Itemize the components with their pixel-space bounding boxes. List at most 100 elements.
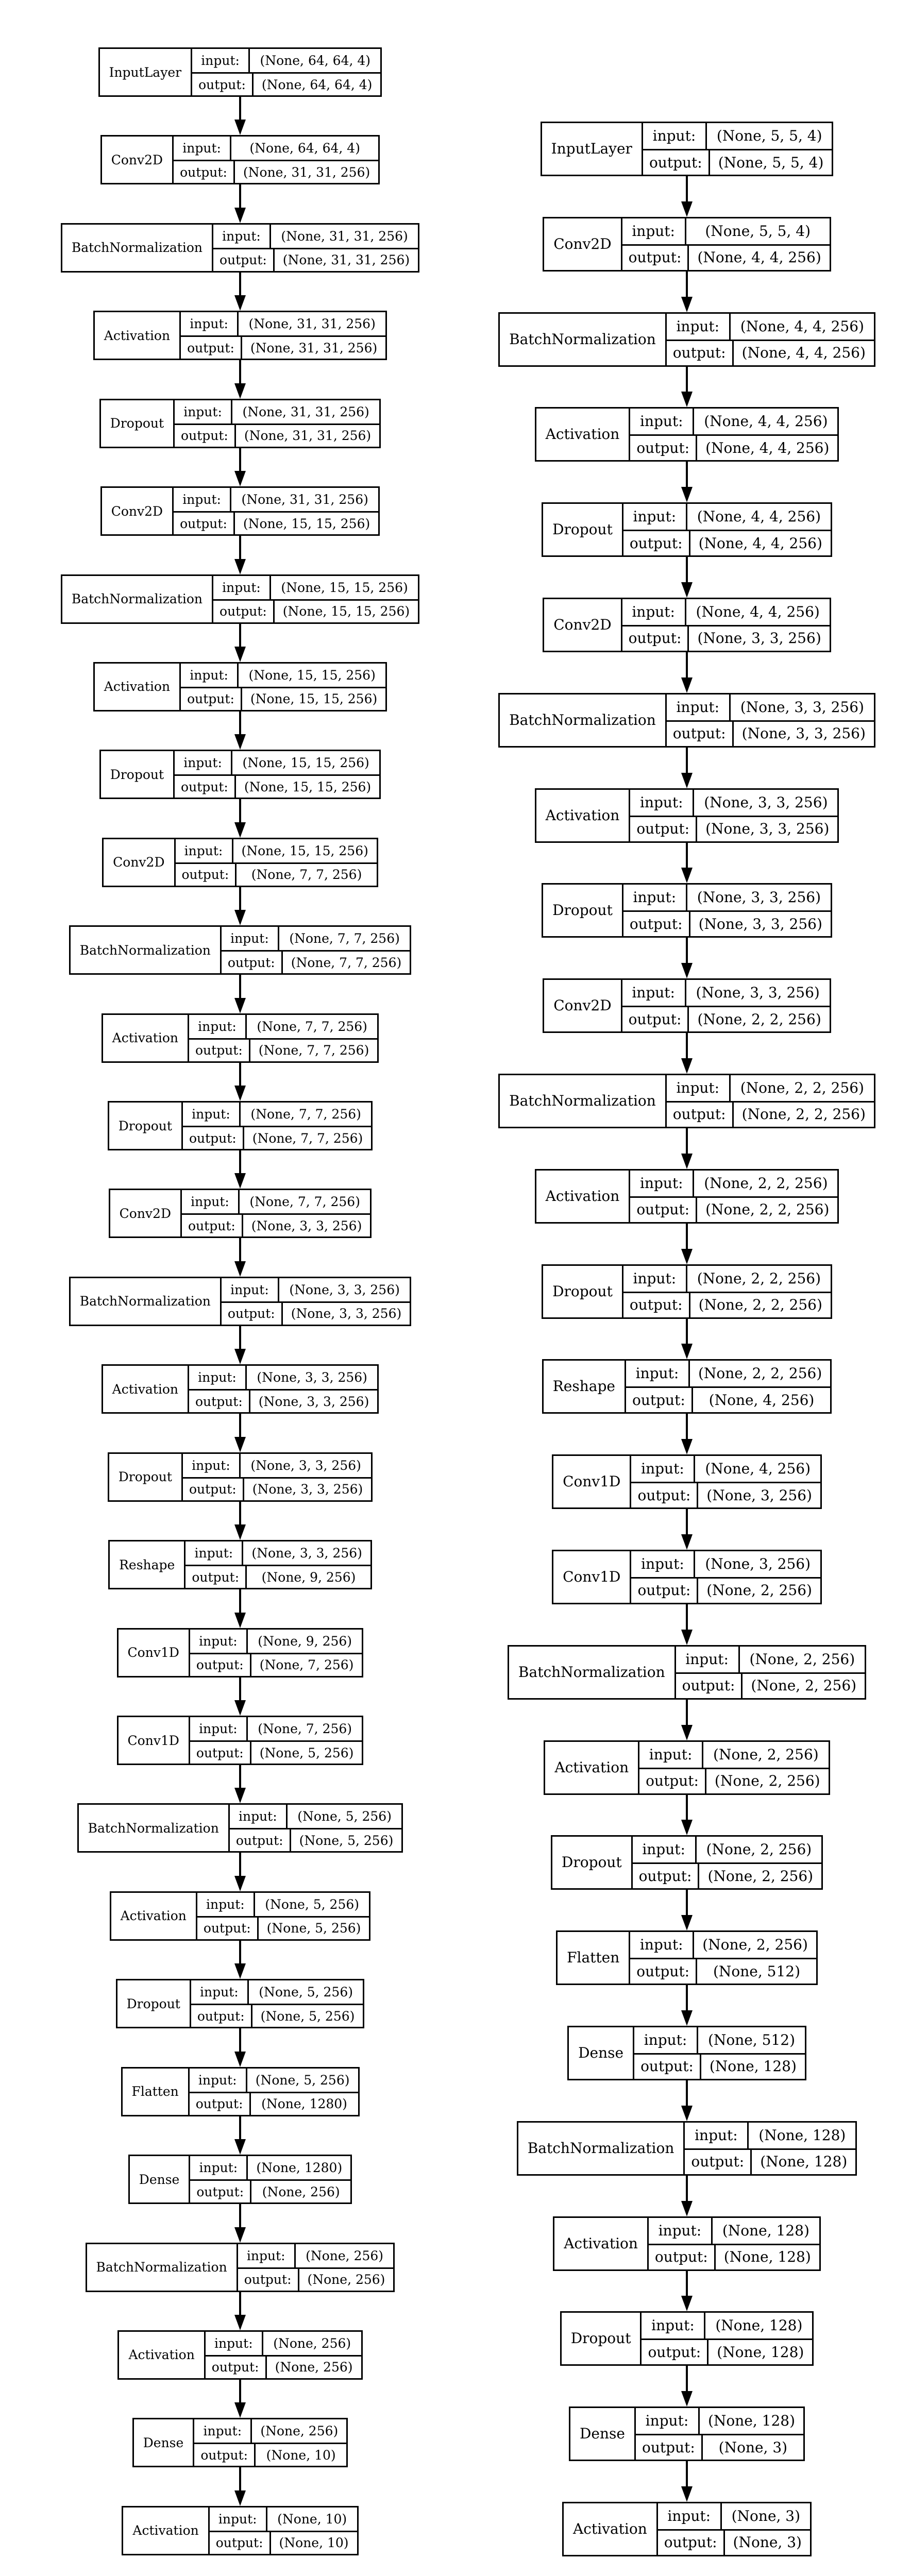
edge-arrow bbox=[679, 1794, 695, 1836]
output-row: output: (None, 512) bbox=[630, 1958, 816, 1984]
model-diagram-left: InputLayer input: (None, 64, 64, 4) outp… bbox=[0, 47, 480, 2555]
edge-line bbox=[686, 366, 688, 395]
input-row: input: (None, 10) bbox=[210, 2507, 357, 2531]
input-row: input: (None, 4, 4, 256) bbox=[630, 409, 837, 435]
layer-io-table: input: (None, 3, 256) output: (None, 2, … bbox=[631, 1551, 820, 1603]
input-row: input: (None, 2, 2, 256) bbox=[630, 1170, 837, 1196]
edge-line bbox=[686, 1890, 688, 1919]
output-shape: (None, 3, 3, 256) bbox=[705, 820, 830, 838]
edge-line bbox=[239, 2292, 241, 2318]
output-row: output: (None, 7, 256) bbox=[190, 1652, 362, 1676]
input-row: input: (None, 3, 3, 256) bbox=[185, 1541, 370, 1565]
output-row: output: (None, 128) bbox=[685, 2148, 856, 2174]
layer-name: Dense bbox=[134, 2419, 195, 2466]
input-row: input: (None, 7, 7, 256) bbox=[182, 1190, 370, 1214]
input-row: input: (None, 512) bbox=[634, 2027, 805, 2053]
input-label: input: bbox=[210, 2507, 267, 2531]
output-label: output: bbox=[190, 2181, 252, 2203]
layer-io-table: input: (None, 2, 2, 256) output: (None, … bbox=[623, 1265, 831, 1317]
input-row: input: (None, 256) bbox=[194, 2419, 346, 2443]
layer-io-table: input: (None, 7, 7, 256) output: (None, … bbox=[189, 1014, 378, 1061]
input-label: input: bbox=[222, 1278, 279, 1301]
output-shape: (None, 3, 3, 256) bbox=[697, 630, 821, 647]
edge-arrow bbox=[679, 1223, 695, 1264]
input-shape: (None, 2, 256) bbox=[713, 1745, 819, 1763]
layer-io-table: input: (None, 15, 15, 256) output: (None… bbox=[213, 575, 418, 622]
edge-arrow bbox=[232, 272, 248, 311]
output-row: output: (None, 3, 3, 256) bbox=[630, 815, 838, 841]
layer-name: InputLayer bbox=[100, 49, 193, 95]
edge-arrow bbox=[679, 366, 695, 408]
layer-node: Dropout input: (None, 3, 3, 256) output:… bbox=[107, 1452, 373, 1502]
output-row: output: (None, 31, 31, 256) bbox=[175, 423, 380, 447]
edge-line bbox=[239, 975, 241, 1001]
arrowhead-icon bbox=[234, 1524, 246, 1540]
input-row: input: (None, 5, 256) bbox=[197, 1892, 369, 1916]
output-shape: (None, 1280) bbox=[261, 2096, 347, 2112]
output-shape: (None, 3, 3, 256) bbox=[291, 1306, 402, 1321]
layer-node: Conv2D input: (None, 7, 7, 256) output: … bbox=[108, 1189, 372, 1239]
input-row: input: (None, 15, 15, 256) bbox=[176, 839, 377, 862]
output-row: output: (None, 3) bbox=[635, 2434, 804, 2460]
input-shape: (None, 64, 64, 4) bbox=[260, 53, 371, 68]
output-row: output: (None, 3, 3, 256) bbox=[189, 1389, 378, 1413]
input-row: input: (None, 128) bbox=[642, 2313, 812, 2339]
layer-name: Activation bbox=[123, 2507, 210, 2554]
output-label: output: bbox=[630, 817, 698, 841]
layer-name: Conv2D bbox=[544, 599, 622, 651]
input-row: input: (None, 15, 15, 256) bbox=[213, 575, 418, 599]
input-row: input: (None, 2, 2, 256) bbox=[626, 1361, 830, 1387]
output-shape: (None, 3) bbox=[733, 2534, 802, 2551]
output-shape: (None, 5, 5, 4) bbox=[718, 154, 824, 171]
arrowhead-icon bbox=[681, 392, 693, 408]
edge-arrow bbox=[232, 975, 248, 1013]
input-label: input: bbox=[190, 1629, 248, 1653]
edge-line bbox=[239, 2379, 241, 2406]
output-row: output: (None, 256) bbox=[238, 2267, 394, 2291]
layer-node: Dropout input: (None, 15, 15, 256) outpu… bbox=[99, 750, 381, 800]
input-row: input: (None, 7, 7, 256) bbox=[222, 927, 410, 951]
edge-line bbox=[686, 1604, 688, 1633]
input-label: input: bbox=[642, 2313, 706, 2339]
edge-arrow bbox=[679, 176, 695, 217]
layer-name: Conv2D bbox=[102, 488, 174, 535]
arrowhead-icon bbox=[234, 120, 246, 135]
edge-line bbox=[239, 711, 241, 738]
edge-line bbox=[239, 272, 241, 299]
edge-arrow bbox=[679, 1604, 695, 1645]
layer-io-table: input: (None, 7, 256) output: (None, 5, … bbox=[190, 1717, 362, 1764]
layer-node: Conv2D input: (None, 3, 3, 256) output: … bbox=[543, 978, 831, 1033]
edge-line bbox=[686, 2366, 688, 2395]
edge-arrow bbox=[232, 2467, 248, 2506]
input-row: input: (None, 5, 5, 4) bbox=[622, 218, 830, 244]
input-label: input: bbox=[631, 1551, 696, 1577]
input-label: input: bbox=[192, 49, 250, 72]
arrowhead-icon bbox=[234, 1875, 246, 1891]
output-label: output: bbox=[658, 2530, 725, 2555]
input-shape: (None, 2, 2, 256) bbox=[740, 1079, 864, 1096]
input-label: input: bbox=[639, 1741, 704, 1768]
layer-io-table: input: (None, 3, 3, 256) output: (None, … bbox=[185, 1541, 370, 1588]
edge-line bbox=[686, 1794, 688, 1823]
input-label: input: bbox=[633, 1837, 697, 1863]
layer-name: Activation bbox=[536, 1170, 631, 1222]
input-label: input: bbox=[189, 1366, 247, 1389]
input-row: input: (None, 31, 31, 256) bbox=[174, 488, 378, 512]
layer-name: Activation bbox=[103, 1014, 189, 1061]
edge-arrow bbox=[679, 1985, 695, 2026]
input-row: input: (None, 7, 256) bbox=[190, 1717, 362, 1741]
edge-line bbox=[239, 1677, 241, 1704]
layer-name: Activation bbox=[95, 663, 181, 710]
edge-line bbox=[239, 2467, 241, 2494]
arrowhead-icon bbox=[681, 868, 693, 884]
output-shape: (None, 5, 256) bbox=[260, 2008, 355, 2024]
arrowhead-icon bbox=[681, 296, 693, 312]
output-shape: (None, 128) bbox=[717, 2343, 804, 2361]
layer-io-table: input: (None, 3, 3, 256) output: (None, … bbox=[221, 1278, 410, 1325]
output-shape: (None, 128) bbox=[709, 2058, 797, 2075]
output-label: output: bbox=[189, 1039, 250, 1061]
layer-name: Dropout bbox=[109, 1103, 183, 1149]
input-shape: (None, 2, 2, 256) bbox=[697, 1269, 821, 1287]
edge-line bbox=[239, 1501, 241, 1528]
output-shape: (None, 31, 31, 256) bbox=[282, 252, 410, 268]
